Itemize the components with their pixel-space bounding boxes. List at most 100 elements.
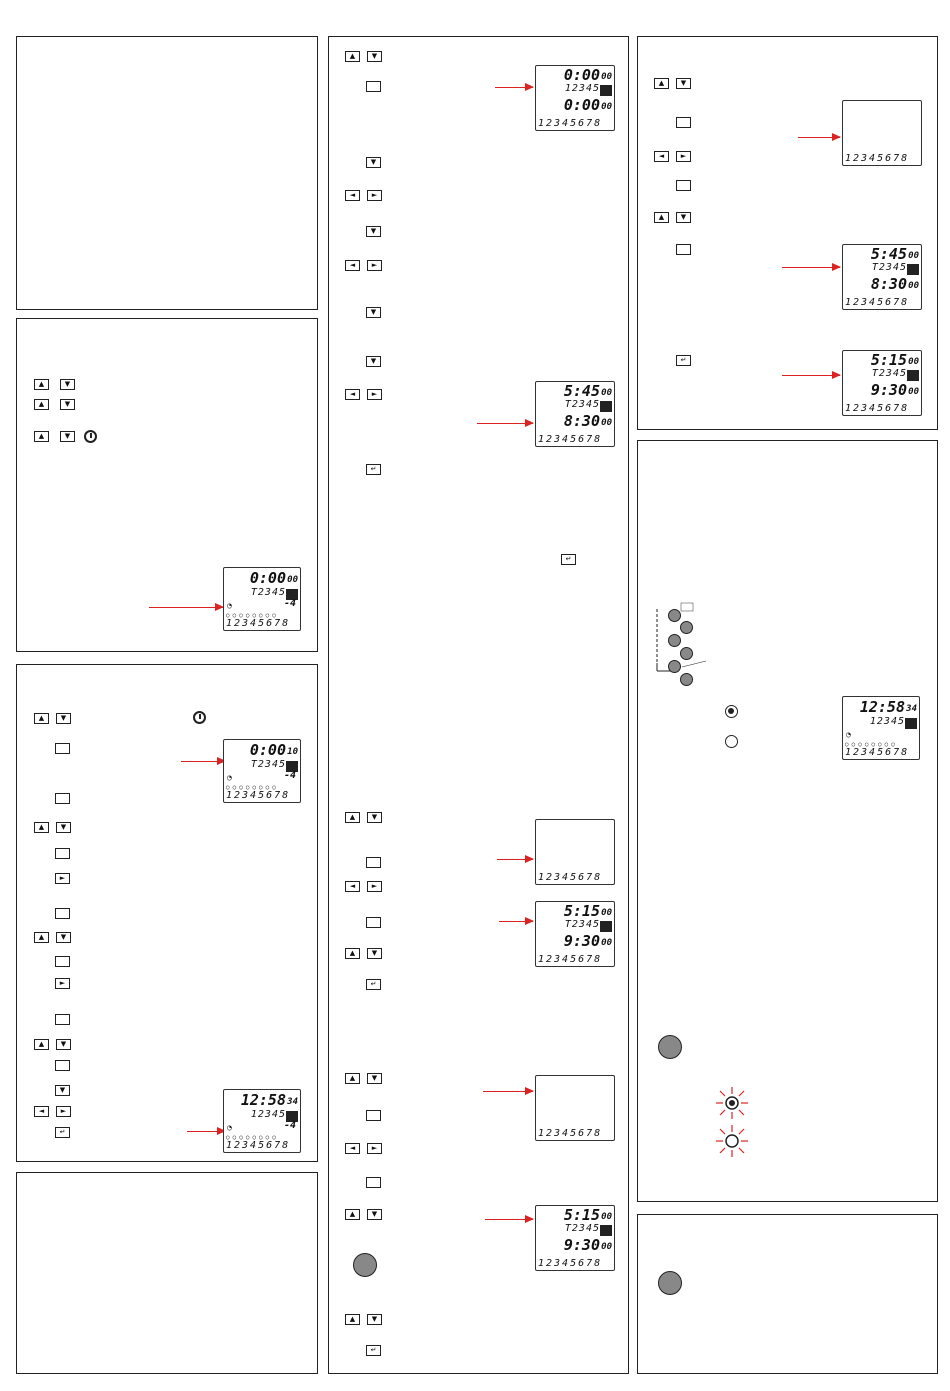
panel-manual-override: 12:58 34 12345 ◔ ○○○○○○○○ 12345678 [637,440,938,1202]
device-button[interactable] [668,660,681,673]
lcd-seconds: 00 [287,575,298,585]
house-icon [600,85,612,96]
up-key[interactable]: ▲ [34,431,49,442]
device-button[interactable] [668,634,681,647]
lcd-channel-dots: ○○○○○○○○ [845,741,898,748]
lcd-days: 12345 [564,83,600,94]
ok-key[interactable] [366,917,381,928]
device-button[interactable] [680,673,693,686]
up-key[interactable]: ▲ [34,1039,49,1050]
device-button[interactable] [668,609,681,622]
up-key[interactable]: ▲ [654,78,669,89]
right-key[interactable]: ► [55,978,70,989]
left-key[interactable]: ◄ [34,1106,49,1117]
down-key[interactable]: ▼ [367,812,382,823]
device-button[interactable] [680,621,693,634]
pointer-arrow [798,133,841,141]
down-key[interactable]: ▼ [55,1085,70,1096]
up-key[interactable]: ▲ [345,1314,360,1325]
right-key[interactable]: ► [55,873,70,884]
ok-key[interactable] [55,908,70,919]
up-key[interactable]: ▲ [345,1073,360,1084]
left-key[interactable]: ◄ [345,260,360,271]
down-key[interactable]: ▼ [367,1209,382,1220]
down-key[interactable]: ▼ [367,51,382,62]
enter-key[interactable]: ↵ [676,355,691,366]
reset-button[interactable] [658,1271,682,1295]
reset-button[interactable] [353,1253,377,1277]
ok-key[interactable] [366,857,381,868]
down-key[interactable]: ▼ [60,399,75,410]
up-key[interactable]: ▲ [345,51,360,62]
right-key[interactable]: ► [56,1106,71,1117]
left-key[interactable]: ◄ [345,1143,360,1154]
up-key[interactable]: ▲ [654,212,669,223]
down-key[interactable]: ▼ [676,212,691,223]
down-key[interactable]: ▼ [367,1314,382,1325]
lcd-channels: 12345678 [538,118,603,129]
down-key[interactable]: ▼ [367,1073,382,1084]
ok-key[interactable] [55,956,70,967]
right-key[interactable]: ► [367,389,382,400]
down-key[interactable]: ▼ [367,948,382,959]
up-key[interactable]: ▲ [34,379,49,390]
ok-key[interactable] [55,1060,70,1071]
down-key[interactable]: ▼ [676,78,691,89]
pointer-arrow [181,757,226,765]
down-key[interactable]: ▼ [56,932,71,943]
left-key[interactable]: ◄ [345,389,360,400]
left-key[interactable]: ◄ [345,881,360,892]
right-key[interactable]: ► [367,190,382,201]
up-key[interactable]: ▲ [345,1209,360,1220]
ok-key[interactable] [55,743,70,754]
up-key[interactable]: ▲ [345,948,360,959]
ok-key[interactable] [55,793,70,804]
lcd-time: 5:15 [563,902,600,920]
down-key[interactable]: ▼ [366,226,381,237]
enter-key[interactable]: ↵ [366,979,381,990]
up-key[interactable]: ▲ [34,399,49,410]
down-key[interactable]: ▼ [366,356,381,367]
down-key[interactable]: ▼ [56,822,71,833]
right-key[interactable]: ► [367,881,382,892]
lcd-time-second: 9:30 [563,1236,600,1254]
up-key[interactable]: ▲ [34,713,49,724]
left-key[interactable]: ◄ [345,190,360,201]
enter-key[interactable]: ↵ [561,554,576,565]
left-key[interactable]: ◄ [654,151,669,162]
enter-key[interactable]: ↵ [366,464,381,475]
right-key[interactable]: ► [367,260,382,271]
ok-key[interactable] [366,1177,381,1188]
clock-icon [193,711,206,724]
ok-key[interactable] [676,117,691,128]
ok-key[interactable] [676,180,691,191]
right-key[interactable]: ► [676,151,691,162]
down-key[interactable]: ▼ [60,379,75,390]
lcd-days: 12345 [250,1109,286,1120]
down-key[interactable]: ▼ [56,713,71,724]
clock-icon [84,430,97,443]
enter-key[interactable]: ↵ [55,1127,70,1138]
down-key[interactable]: ▼ [366,307,381,318]
down-key[interactable]: ▼ [60,431,75,442]
pointer-arrow [485,1215,534,1223]
lcd-time-second: 9:30 [870,381,907,399]
lcd-channels: 12345678 [226,1140,291,1151]
up-key[interactable]: ▲ [34,932,49,943]
reset-button[interactable] [658,1035,682,1059]
right-key[interactable]: ► [367,1143,382,1154]
up-key[interactable]: ▲ [34,822,49,833]
ok-key[interactable] [55,1014,70,1025]
enter-key[interactable]: ↵ [366,1345,381,1356]
ok-key[interactable] [676,244,691,255]
panel-intro [16,36,318,310]
lcd-channel-dots: ○○○○○○○○ [226,612,279,619]
up-key[interactable]: ▲ [345,812,360,823]
down-key[interactable]: ▼ [366,157,381,168]
ok-key[interactable] [55,848,70,859]
lcd-channels: 12345678 [538,1128,603,1139]
ok-key[interactable] [366,1110,381,1121]
device-button[interactable] [680,647,693,660]
down-key[interactable]: ▼ [56,1039,71,1050]
ok-key[interactable] [366,81,381,92]
